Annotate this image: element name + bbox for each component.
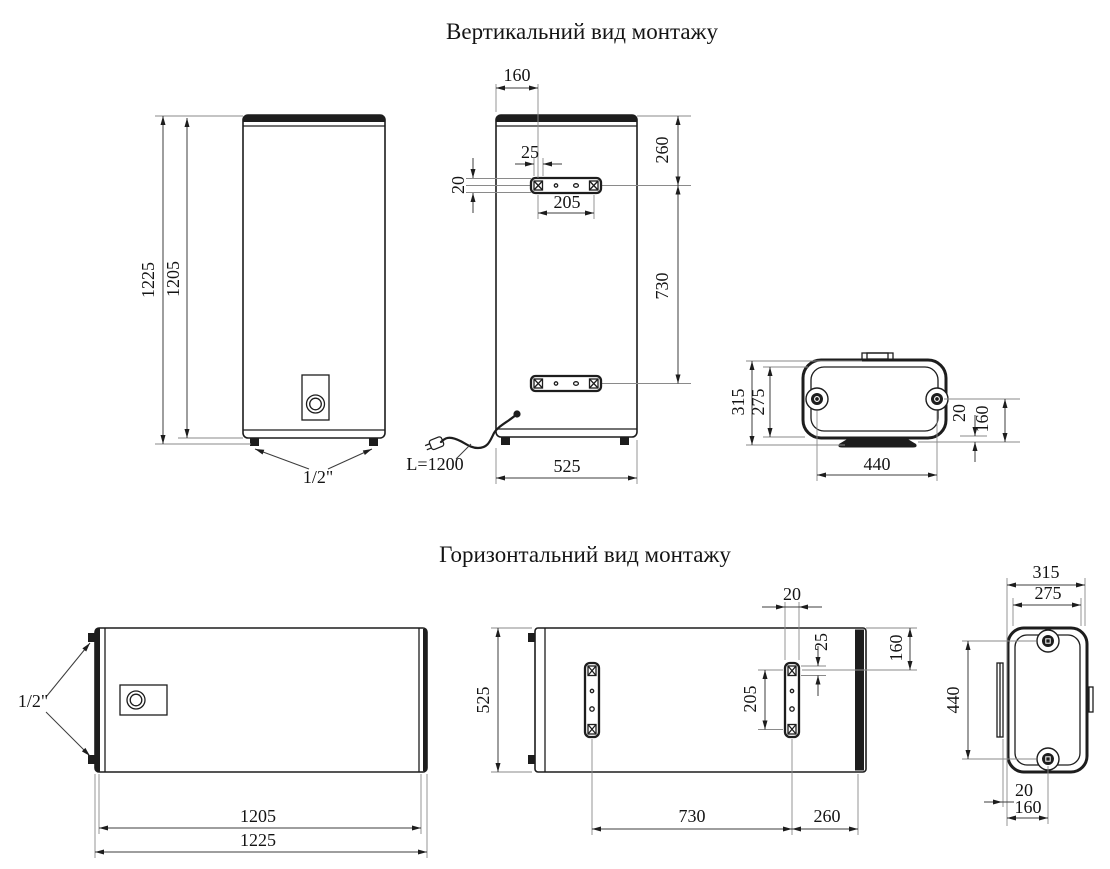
dim-depth-outer: 315 bbox=[728, 389, 748, 416]
dim-bolt-spacing-h: 440 bbox=[943, 687, 963, 714]
dim-hole-spacing-h: 205 bbox=[740, 686, 760, 713]
pipe-stub-right bbox=[369, 438, 378, 446]
heater-end-outline bbox=[1006, 626, 1089, 774]
dim-offset-160-h: 160 bbox=[1015, 797, 1042, 817]
mount-bolt-left bbox=[811, 393, 823, 405]
dim-depth-inner: 275 bbox=[748, 389, 768, 416]
dim-bracket-height: 20 bbox=[448, 176, 468, 194]
dim-body-width: 525 bbox=[554, 456, 581, 476]
dim-bolt-spacing: 440 bbox=[864, 454, 891, 474]
dim-outer-height: 1225 bbox=[138, 262, 158, 298]
plug-icon bbox=[424, 436, 445, 451]
control-panel-side bbox=[119, 684, 168, 716]
mounting-bracket-right bbox=[783, 661, 801, 739]
dim-hole-spacing: 205 bbox=[554, 192, 581, 212]
mounting-bracket-left bbox=[583, 661, 601, 739]
vertical-front-view: 1225 1205 1/2" bbox=[138, 114, 386, 487]
heater-body-rear-h bbox=[534, 627, 867, 773]
top-cap-band bbox=[243, 115, 385, 122]
dim-pipe-thread-side: 1/2" bbox=[18, 691, 48, 711]
dim-bracket-spacing-h: 730 bbox=[679, 806, 706, 826]
mount-bolt-bottom bbox=[1042, 753, 1054, 765]
mounting-bracket-lower bbox=[529, 374, 603, 393]
dim-offset-20: 20 bbox=[949, 404, 969, 422]
dim-bracket-to-edge-h: 260 bbox=[814, 806, 841, 826]
power-cord: L=1200 bbox=[406, 410, 521, 474]
dim-outer-length: 1225 bbox=[240, 830, 276, 850]
dim-depth-outer-h: 315 bbox=[1033, 562, 1060, 582]
dim-edge-to-bracket: 160 bbox=[504, 65, 531, 85]
control-panel bbox=[301, 374, 330, 421]
horizontal-rear-view: 525 20 25 160 205 730 260 bbox=[473, 584, 917, 835]
dim-body-length: 1205 bbox=[240, 806, 276, 826]
bottom-stand bbox=[838, 438, 917, 448]
heater-body-front bbox=[242, 114, 386, 439]
dim-slot-width: 25 bbox=[521, 142, 539, 162]
dim-edge-to-bracket-h: 160 bbox=[886, 635, 906, 662]
dim-pipe-thread: 1/2" bbox=[303, 467, 333, 487]
dim-depth-inner-h: 275 bbox=[1035, 583, 1062, 603]
dim-offset-20-h: 20 bbox=[1015, 780, 1033, 800]
mounting-bracket-upper bbox=[529, 176, 603, 195]
title-horizontal-view: Горизонтальний вид монтажу bbox=[439, 542, 731, 567]
thermostat-knob bbox=[305, 394, 326, 414]
dim-top-to-bracket: 260 bbox=[652, 137, 672, 164]
horizontal-end-view: 315 275 440 20 160 bbox=[943, 562, 1094, 826]
dim-bracket-spacing: 730 bbox=[652, 273, 672, 300]
dim-bracket-width-h: 20 bbox=[783, 584, 801, 604]
dim-body-width-h: 525 bbox=[473, 687, 493, 714]
thermostat-knob-side bbox=[126, 690, 146, 710]
dim-offset-160: 160 bbox=[972, 406, 992, 433]
horizontal-side-view: 1/2" 1205 1225 bbox=[18, 627, 428, 858]
top-view: 315 275 20 160 440 bbox=[728, 352, 1020, 481]
mount-bolt-top bbox=[1042, 635, 1054, 647]
vertical-rear-view: 160 25 20 205 260 730 bbox=[406, 65, 691, 484]
pipe-stub-left bbox=[250, 438, 259, 446]
title-vertical-view: Вертикальний вид монтажу bbox=[446, 19, 718, 44]
pipe-stub-top bbox=[88, 633, 95, 642]
pipe-stub-bottom bbox=[88, 755, 95, 764]
dim-slot-width-h: 25 bbox=[811, 633, 831, 651]
mount-bolt-right bbox=[931, 393, 943, 405]
dim-body-height: 1205 bbox=[163, 261, 183, 297]
dim-cord-length: L=1200 bbox=[406, 454, 463, 474]
